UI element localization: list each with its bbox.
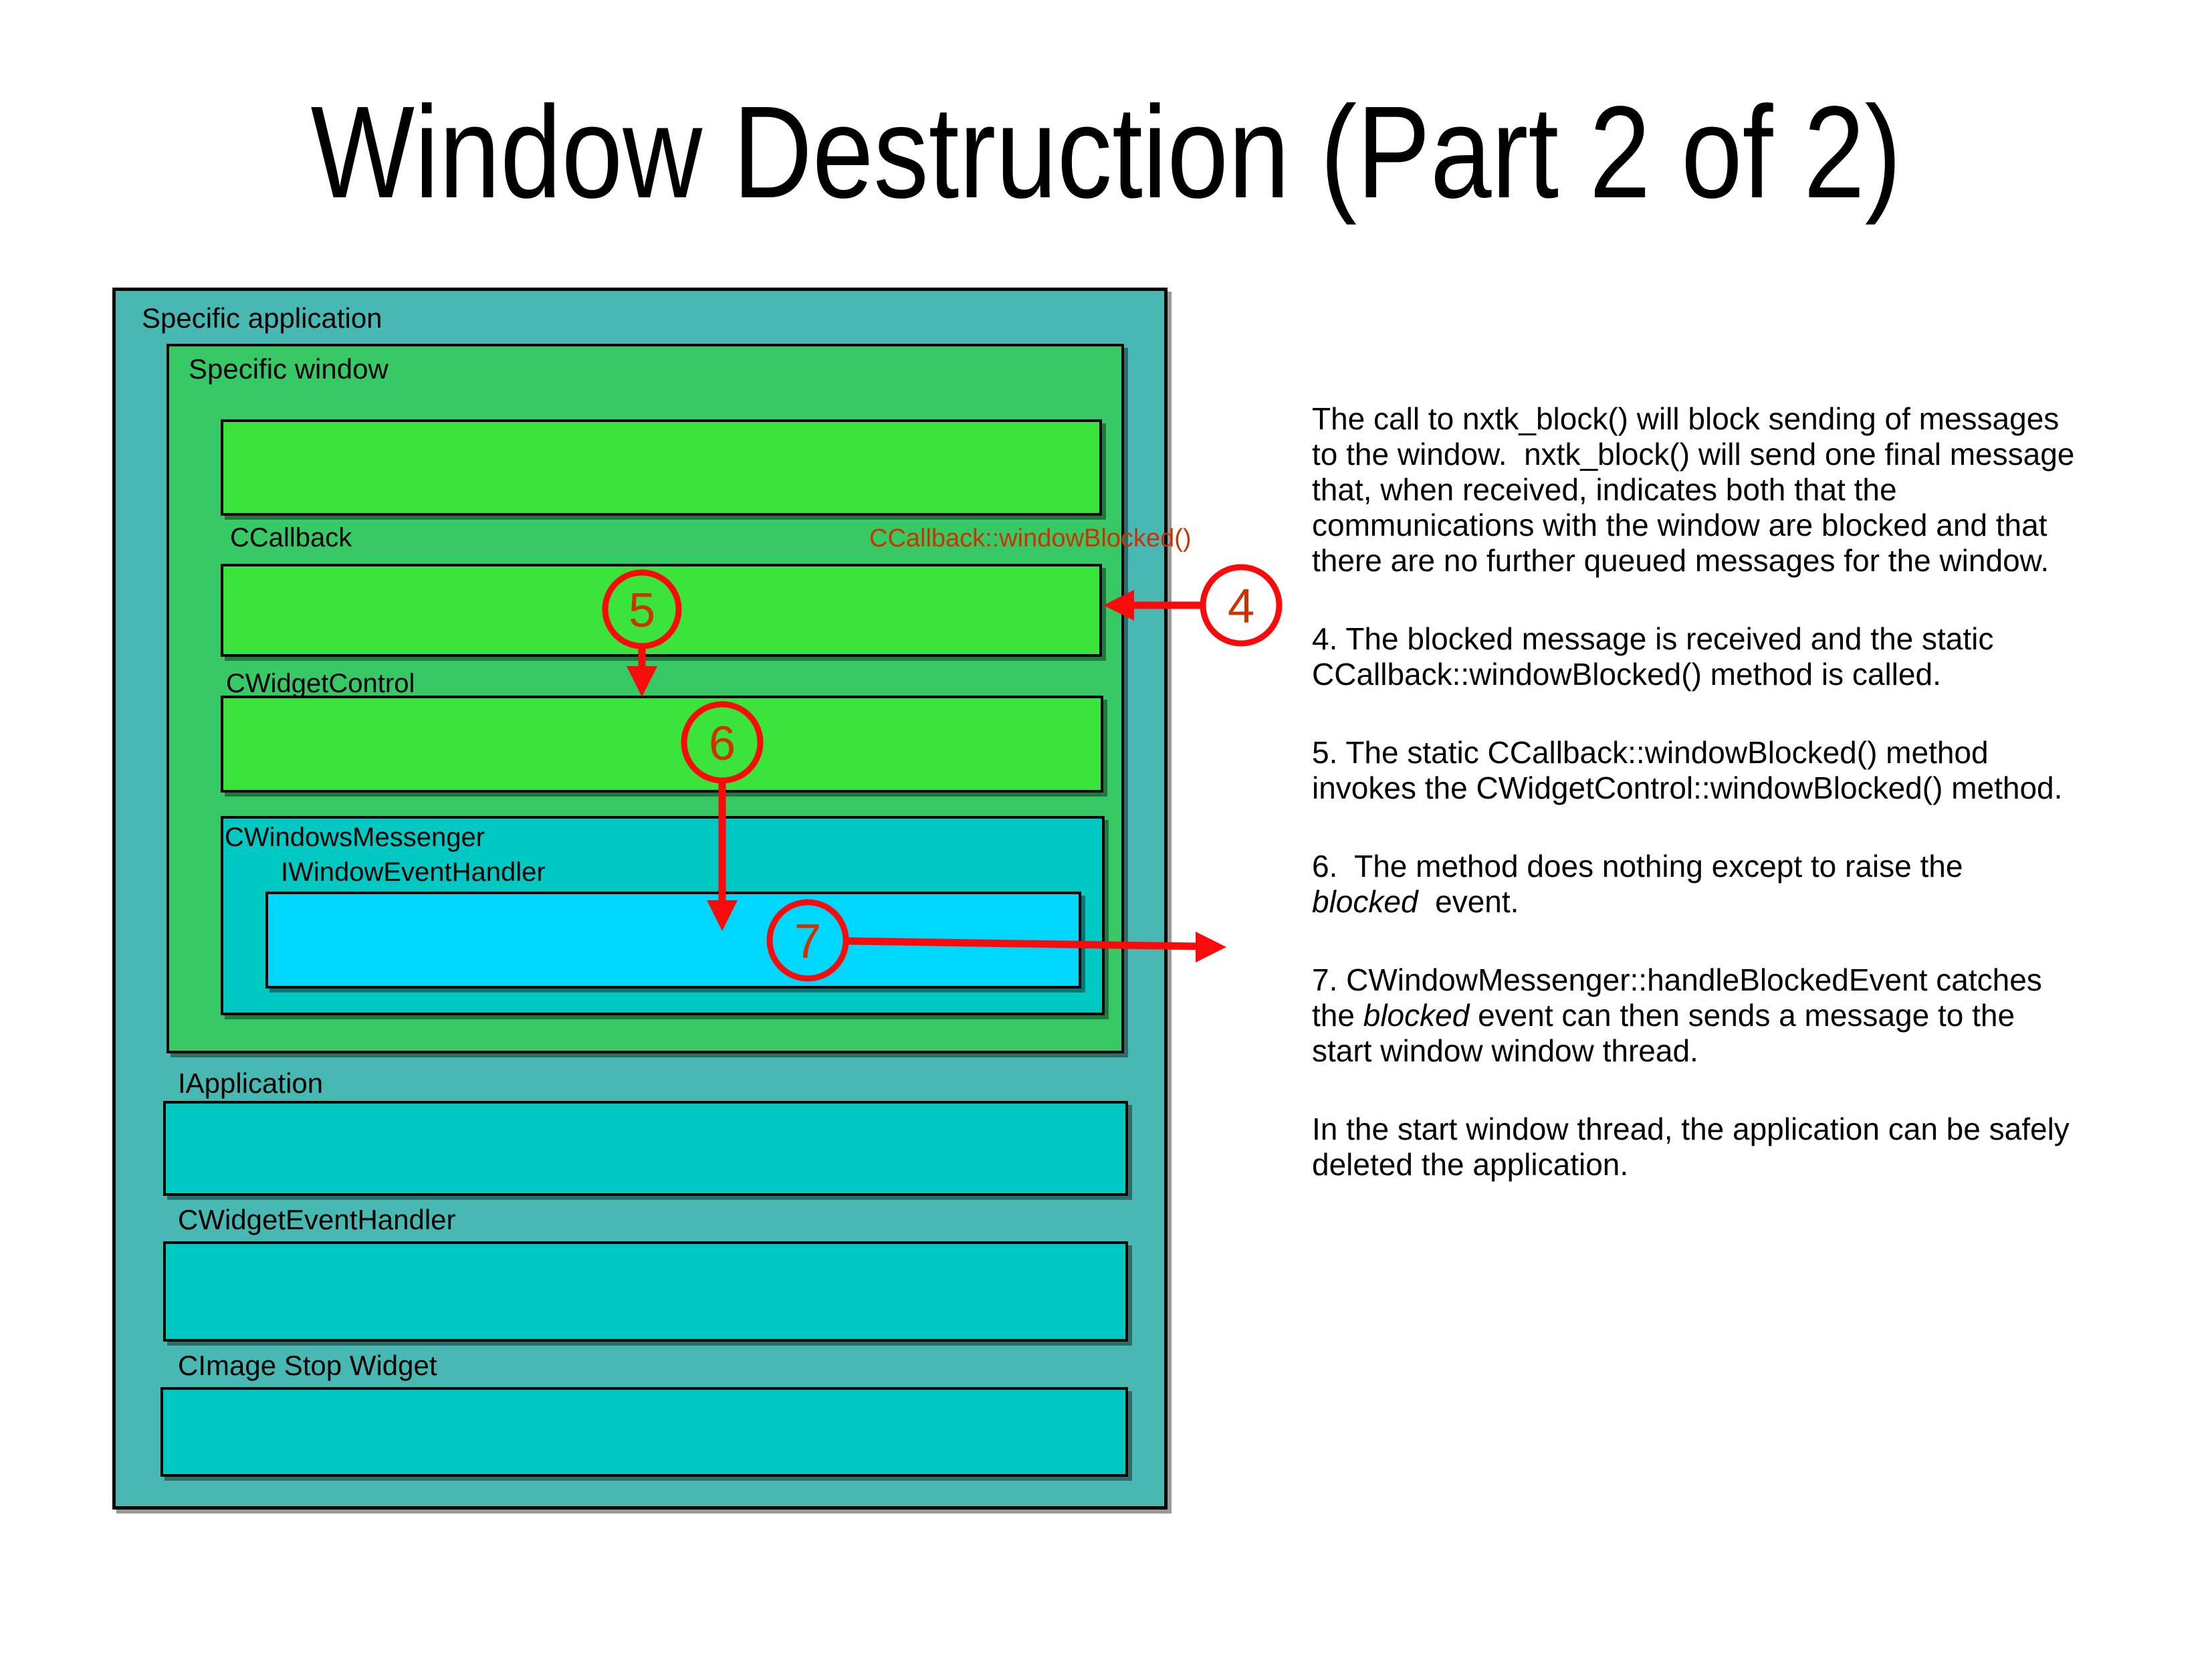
note-line: In the start window thread, the applicat… [1312,1112,2070,1146]
cimage-stop-widget-label: CImage Stop Widget [178,1350,437,1381]
note-paragraph: In the start window thread, the applicat… [1312,1112,2208,1182]
cwidgetcontrol-box [221,696,1103,793]
arrow-7-head-right-icon [1196,932,1226,962]
note-paragraph: The call to nxtk_block() will block send… [1312,401,2208,579]
note-line: there are no further queued messages for… [1312,543,2050,578]
note-line: deleted the application. [1312,1147,1629,1182]
note-paragraph: 5. The static CCallback::windowBlocked()… [1312,735,2208,806]
note-paragraph: 7. CWindowMessenger::handleBlockedEvent … [1312,962,2208,1069]
note-line: blocked event. [1312,884,1519,919]
iapplication-box [163,1101,1128,1196]
note-line: to the window. nxtk_block() will send on… [1312,437,2075,472]
cimage-stop-widget-box [160,1387,1128,1477]
note-line: 7. CWindowMessenger::handleBlockedEvent … [1312,962,2042,997]
callout-4-number: 4 [1228,580,1254,633]
ccallback-windowblocked-annotation: CCallback::windowBlocked() [869,524,1192,552]
note-line: 5. The static CCallback::windowBlocked()… [1312,735,1989,770]
specific-window-inner-box [221,419,1102,516]
iapplication-label: IApplication [178,1067,324,1099]
note-line: 4. The blocked message is received and t… [1312,621,1994,656]
note-line: invokes the CWidgetControl::windowBlocke… [1312,770,2063,805]
iwindoweventhandler-label: IWindowEventHandler [281,857,546,887]
notes-text-block: The call to nxtk_block() will block send… [1312,401,2208,1225]
page-title: Window Destruction (Part 2 of 2) [310,79,1902,225]
note-line: The call to nxtk_block() will block send… [1312,401,2060,436]
cwidgetcontrol-label: CWidgetControl [226,669,415,698]
note-paragraph: 6. The method does nothing except to rai… [1312,849,2208,920]
note-paragraph: 4. The blocked message is received and t… [1312,621,2208,692]
note-line: the blocked event can then sends a messa… [1312,998,2015,1033]
cwidgeteventhandler-box [163,1241,1128,1342]
note-line: start window window thread. [1312,1033,1698,1068]
note-line: communications with the window are block… [1312,508,2048,542]
cwindowsmessenger-label: CWindowsMessenger [225,823,485,852]
specific-application-label: Specific application [142,302,382,334]
cwidgeteventhandler-label: CWidgetEventHandler [178,1204,456,1235]
iwindoweventhandler-box [265,892,1081,989]
note-line: that, when received, indicates both that… [1312,472,1897,507]
ccallback-label: CCallback [230,523,352,552]
ccallback-box [221,564,1102,657]
callout-4-circle [1200,564,1283,647]
note-line: 6. The method does nothing except to rai… [1312,849,1963,884]
note-line: CCallback::windowBlocked() method is cal… [1312,657,1941,692]
specific-window-label: Specific window [189,353,389,385]
